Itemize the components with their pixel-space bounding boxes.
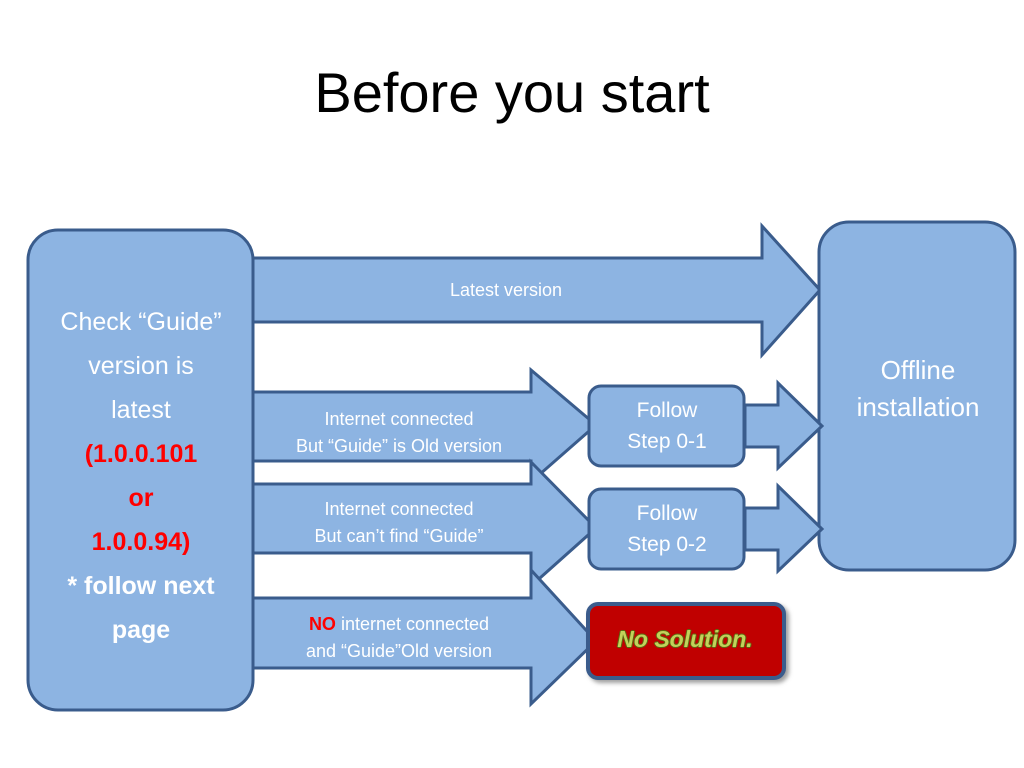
arrow-step02-to-offline-shape — [743, 482, 825, 575]
arrow-cannot-find-guide-shape — [251, 458, 599, 590]
no-solution-box-shape[interactable] — [586, 602, 786, 680]
offline-installation-box-shape[interactable] — [817, 220, 1017, 572]
check-guide-version-box-shape[interactable] — [26, 228, 255, 712]
arrow-no-internet-shape — [251, 566, 599, 708]
arrow-step01-to-offline-shape — [743, 379, 825, 472]
page-title: Before you start — [314, 61, 710, 124]
arrow-latest-version-shape — [251, 222, 823, 359]
follow-step-0-2-box-shape[interactable] — [587, 487, 746, 571]
arrow-guide-old-version-shape — [251, 366, 599, 486]
follow-step-0-1-box-shape[interactable] — [587, 384, 746, 468]
